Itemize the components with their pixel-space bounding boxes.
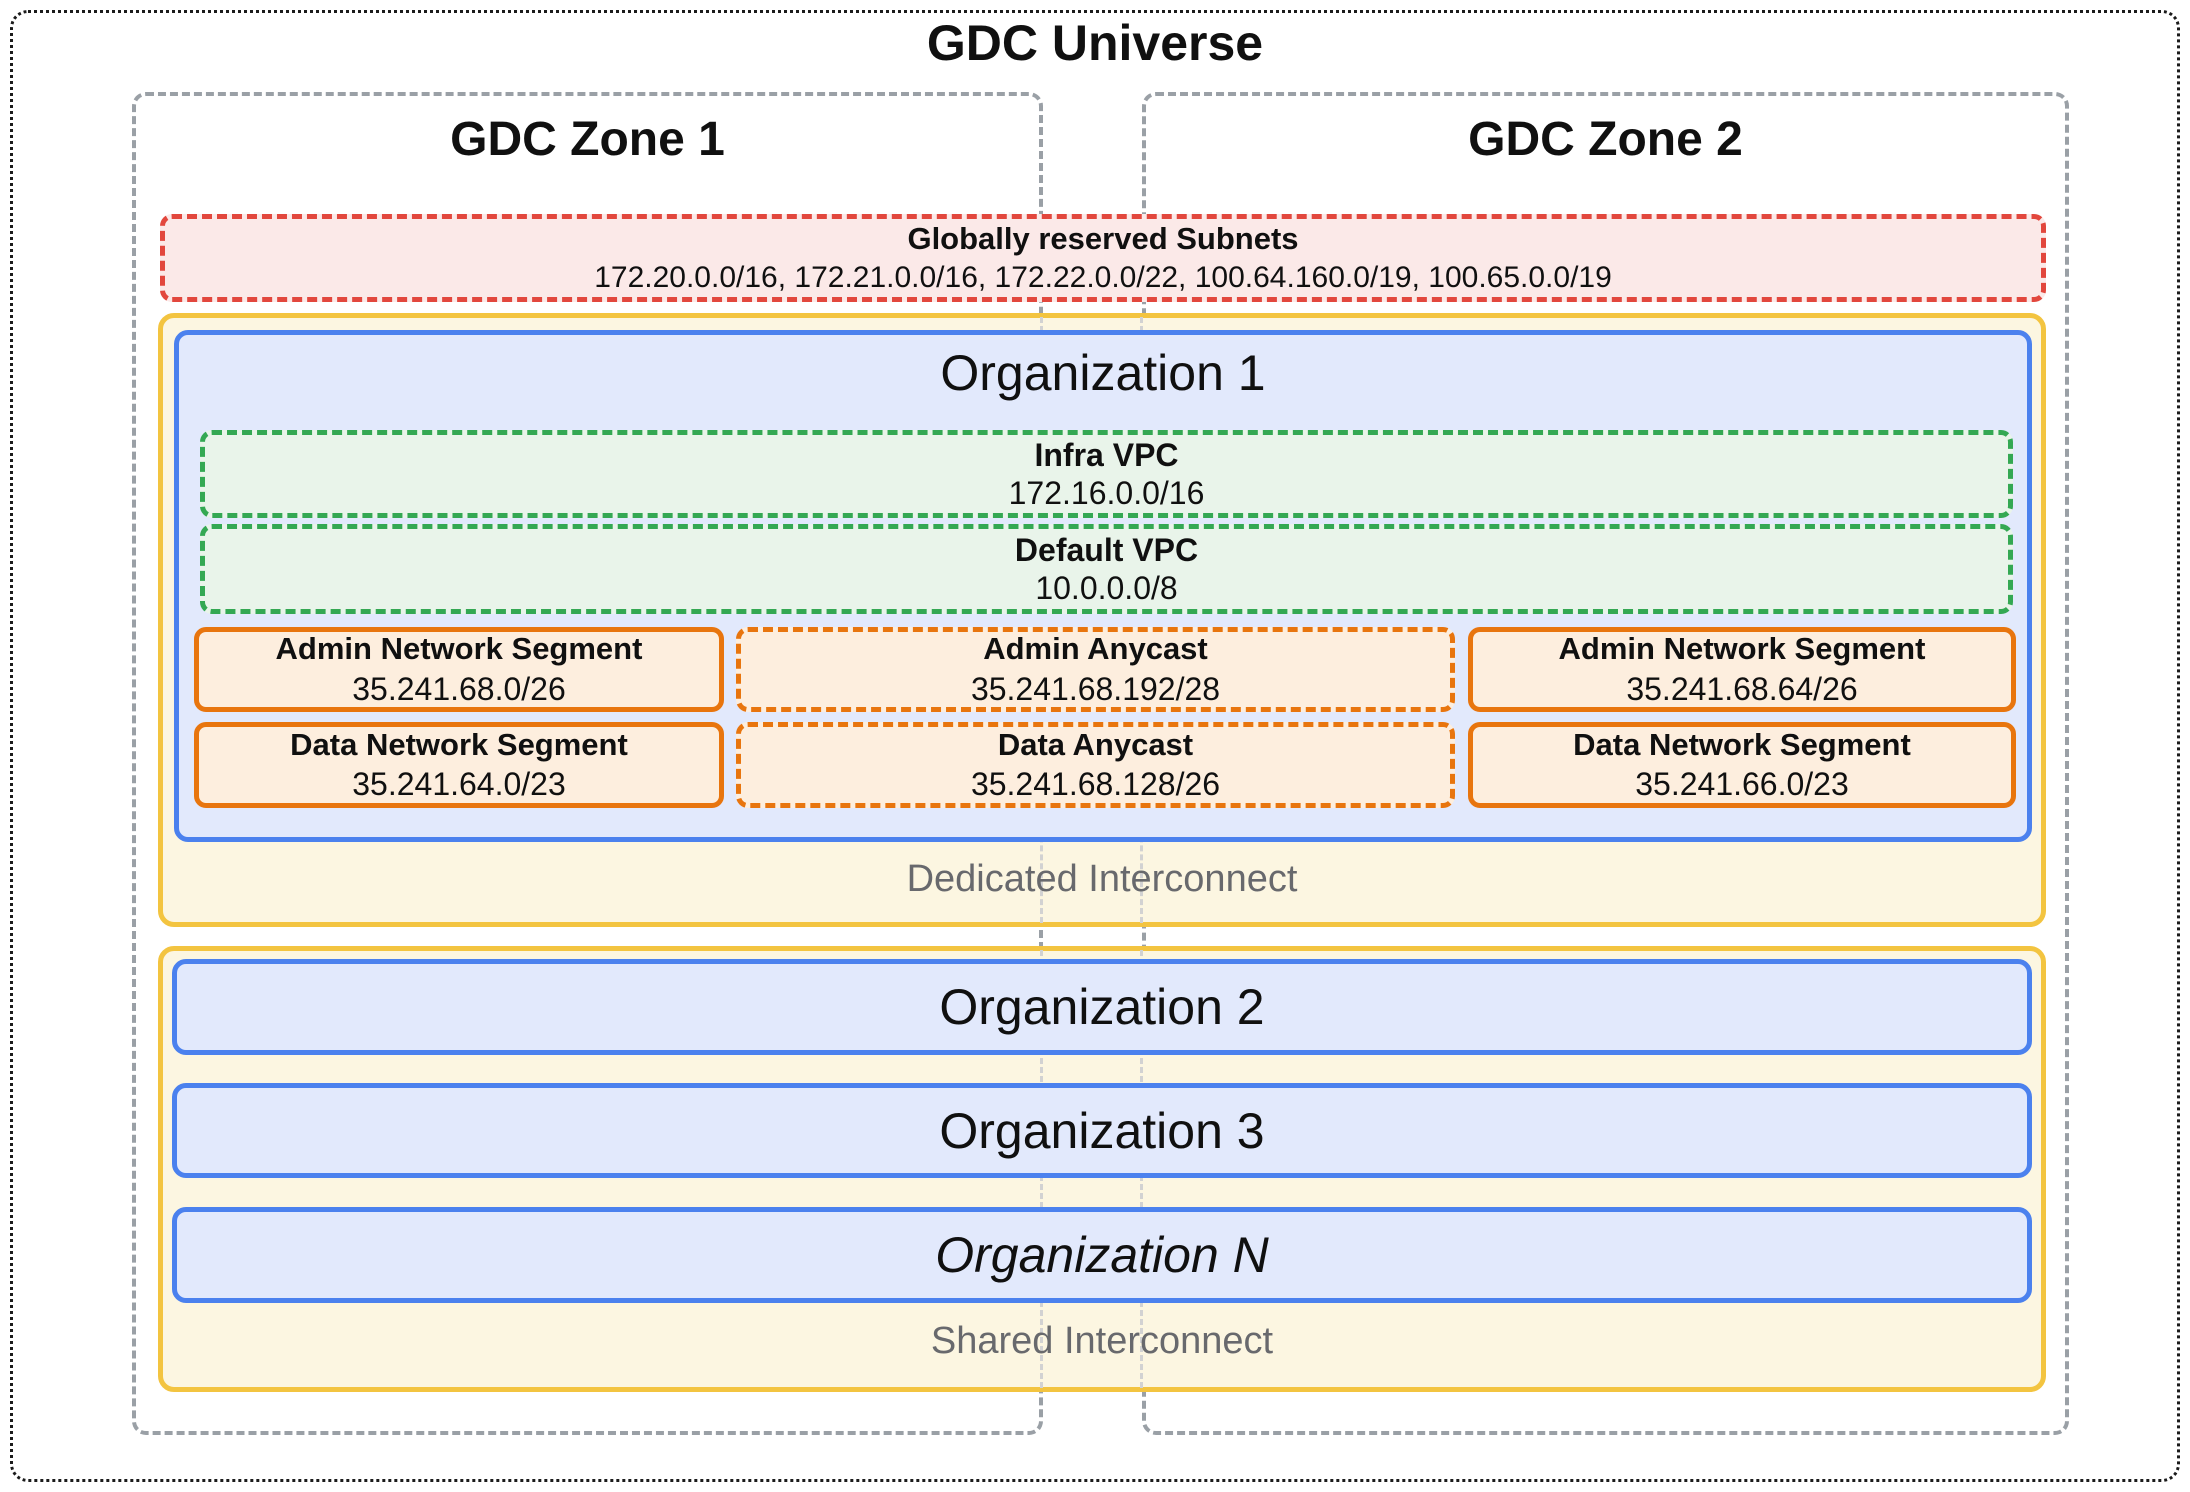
infra-vpc-cidr: 172.16.0.0/16 (1008, 475, 1205, 511)
infra-vpc-name: Infra VPC (1034, 436, 1179, 473)
globally-reserved-subnets-box: Globally reserved Subnets 172.20.0.0/16,… (160, 214, 2046, 302)
admin-network-segment-zone2-box: Admin Network Segment 35.241.68.64/26 (1468, 627, 2016, 712)
zone-2-title: GDC Zone 2 (1468, 113, 1743, 166)
organization-3-box: Organization 3 (172, 1083, 2032, 1178)
admin-network-segment-zone1-box: Admin Network Segment 35.241.68.0/26 (194, 627, 724, 712)
organization-1-title: Organization 1 (940, 345, 1266, 401)
universe-title: GDC Universe (926, 15, 1264, 71)
data-anycast-name: Data Anycast (997, 726, 1194, 762)
default-vpc-name: Default VPC (1014, 531, 1199, 568)
shared-interconnect-label: Shared Interconnect (930, 1320, 1274, 1362)
organization-2-box: Organization 2 (172, 959, 2032, 1055)
admin-network-segment-zone1-name: Admin Network Segment (275, 631, 643, 667)
data-network-segment-zone2-name: Data Network Segment (1573, 726, 1911, 762)
admin-anycast-box: Admin Anycast 35.241.68.192/28 (736, 627, 1455, 712)
data-network-segment-zone1-box: Data Network Segment 35.241.64.0/23 (194, 722, 724, 808)
infra-vpc-box: Infra VPC 172.16.0.0/16 (200, 430, 2013, 518)
default-vpc-box: Default VPC 10.0.0.0/8 (200, 524, 2013, 614)
data-network-segment-zone1-name: Data Network Segment (290, 726, 628, 762)
universe-dotted-border (10, 10, 2180, 1482)
organization-n-box: Organization N (172, 1207, 2032, 1303)
data-network-segment-zone2-cidr: 35.241.66.0/23 (1635, 766, 1849, 803)
admin-network-segment-zone2-cidr: 35.241.68.64/26 (1626, 670, 1858, 707)
admin-anycast-name: Admin Anycast (983, 631, 1208, 667)
data-network-segment-zone1-cidr: 35.241.64.0/23 (352, 766, 566, 803)
zone-1-title: GDC Zone 1 (450, 113, 725, 166)
data-network-segment-zone2-box: Data Network Segment 35.241.66.0/23 (1468, 722, 2016, 808)
admin-network-segment-zone2-name: Admin Network Segment (1558, 631, 1926, 667)
data-anycast-box: Data Anycast 35.241.68.128/26 (736, 722, 1455, 808)
admin-anycast-cidr: 35.241.68.192/28 (970, 670, 1221, 707)
admin-network-segment-zone1-cidr: 35.241.68.0/26 (352, 670, 566, 707)
default-vpc-cidr: 10.0.0.0/8 (1035, 570, 1178, 606)
globally-reserved-subnets-title: Globally reserved Subnets (907, 220, 1299, 256)
data-anycast-cidr: 35.241.68.128/26 (970, 766, 1221, 803)
globally-reserved-subnets-list: 172.20.0.0/16, 172.21.0.0/16, 172.22.0.0… (594, 260, 1612, 294)
dedicated-interconnect-label: Dedicated Interconnect (906, 858, 1298, 900)
